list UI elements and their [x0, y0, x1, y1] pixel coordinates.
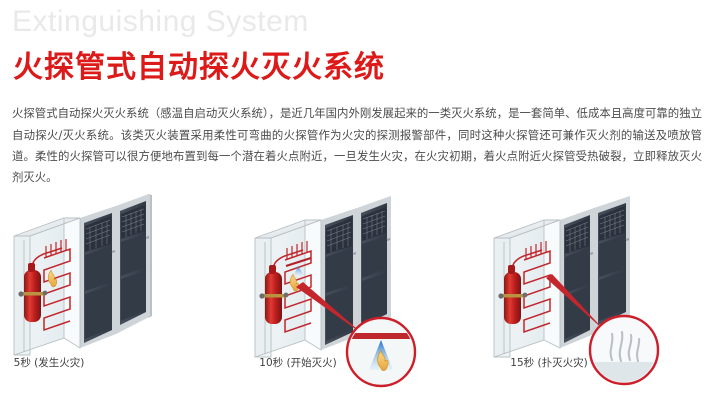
figure-stage-2: 10秒 (开始灭火) — [241, 192, 479, 392]
watermark-text: Extinguishing System — [12, 5, 309, 38]
illustration-stage-1 — [2, 192, 240, 367]
rack-module-a — [80, 206, 116, 348]
glass-enclosure — [493, 219, 561, 358]
figure-caption-stage-3: 15秒 (扑灭火灾) — [510, 357, 588, 369]
body-paragraph: 火探管式自动探火灭火系统（感温自启动灭火系统），是近几年国内外刚发展起来的一类灭… — [12, 106, 702, 184]
extinguisher-cylinder — [498, 265, 528, 324]
rack-module-b — [357, 196, 391, 336]
figure-stage-1: 5秒 (发生火灾) — [2, 192, 240, 392]
rack-module-a — [321, 208, 357, 350]
smoke-icon — [609, 330, 641, 363]
callout-cone — [296, 282, 364, 335]
glass-enclosure — [254, 219, 322, 358]
rack-module-a — [560, 208, 594, 348]
page-title: 火探管式自动探火灭火系统 — [13, 50, 385, 86]
flame-icon — [47, 269, 57, 288]
figure-caption-stage-1: 5秒 (发生火灾) — [13, 357, 85, 369]
extinguisher-cylinder — [18, 263, 48, 322]
rack-module-b — [116, 194, 150, 334]
figure-stage-3: 15秒 (扑灭火灾) — [478, 192, 714, 392]
illustration-stage-3 — [478, 192, 714, 386]
agent-spray-indicator — [285, 256, 312, 275]
callout-cone — [546, 274, 606, 332]
callout-magnifier — [588, 314, 660, 386]
detection-tubing — [511, 241, 551, 334]
extinguisher-cylinder — [259, 265, 289, 324]
rack-module-b — [594, 196, 630, 334]
figure-caption-stage-2: 10秒 (开始灭火) — [259, 357, 337, 369]
glass-enclosure — [13, 217, 81, 356]
callout-magnifier — [345, 316, 417, 388]
illustration-stage-2 — [241, 192, 479, 388]
figure-row: 5秒 (发生火灾) — [0, 192, 714, 392]
